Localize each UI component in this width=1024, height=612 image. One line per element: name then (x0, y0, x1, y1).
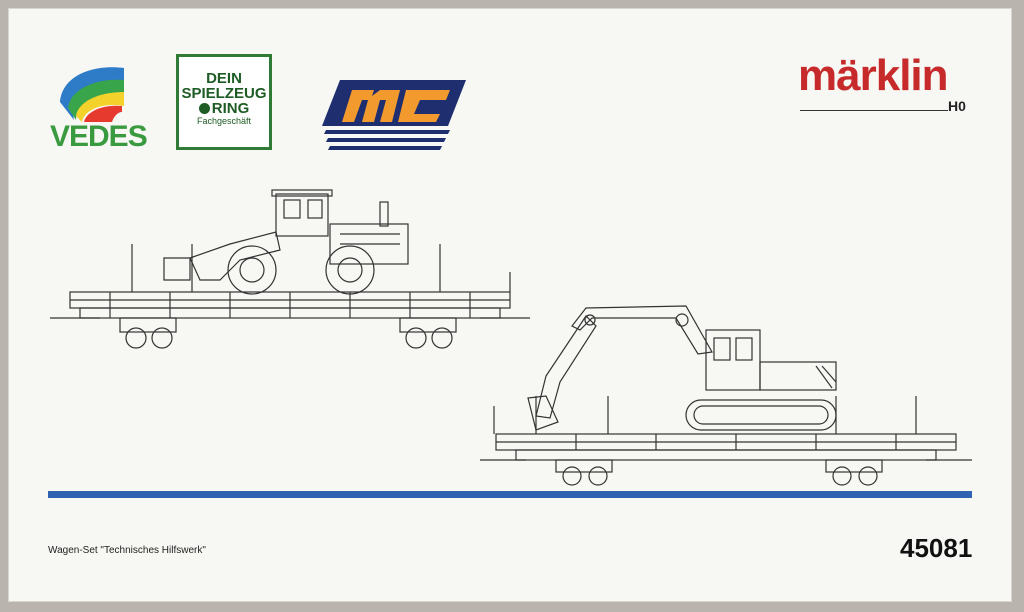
vedes-logo: VEDES (48, 62, 148, 154)
ring-line-1: DEIN (206, 70, 242, 87)
ring-line-3-text: RING (211, 100, 250, 117)
mc-logo (322, 78, 468, 154)
article-number: 45081 (900, 533, 973, 563)
marklin-rule (800, 110, 948, 111)
ring-line-3: RING (179, 101, 269, 116)
vedes-rainbow-icon (60, 67, 124, 122)
blue-stripe (48, 491, 972, 498)
wagon-with-excavator-drawing (480, 305, 972, 486)
ring-line-2: SPIELZEUG (181, 85, 267, 102)
wagon-with-wheel-loader-drawing (50, 189, 530, 349)
spielzeug-ring-logo: DEIN SPIELZEUG RING Fachgeschäft (176, 54, 272, 150)
vedes-wordmark: VEDES (50, 120, 148, 153)
mc-logo-graphic (322, 80, 466, 150)
marklin-wordmark: märklin (798, 51, 949, 100)
scale-label: H0 (948, 98, 966, 114)
ring-line-4: Fachgeschäft (196, 116, 252, 126)
product-description: Wagen-Set "Technisches Hilfswerk" (48, 545, 206, 556)
spielzeug-ring-inner: DEIN SPIELZEUG RING Fachgeschäft (179, 57, 269, 147)
ring-emblem-icon (198, 103, 210, 114)
